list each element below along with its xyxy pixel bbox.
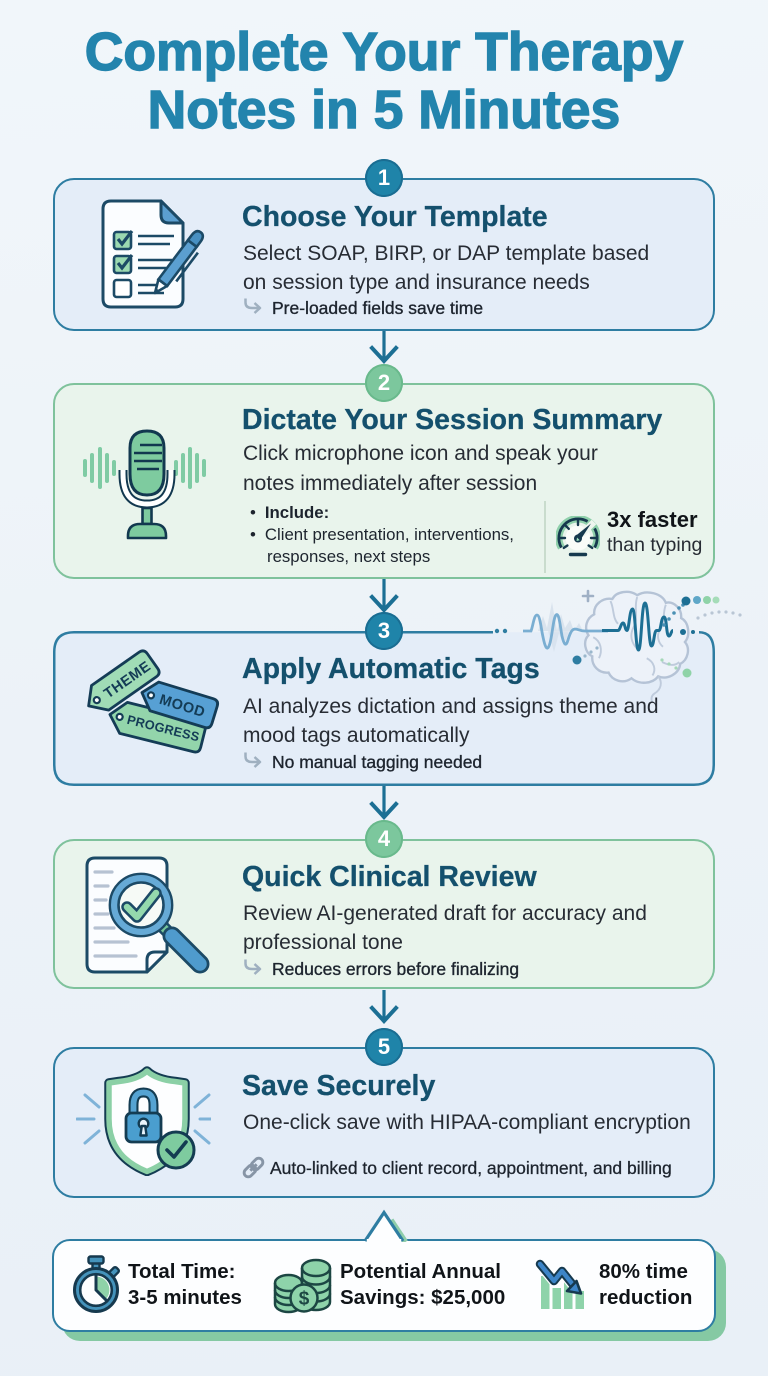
svg-text:$: $	[299, 1289, 310, 1310]
